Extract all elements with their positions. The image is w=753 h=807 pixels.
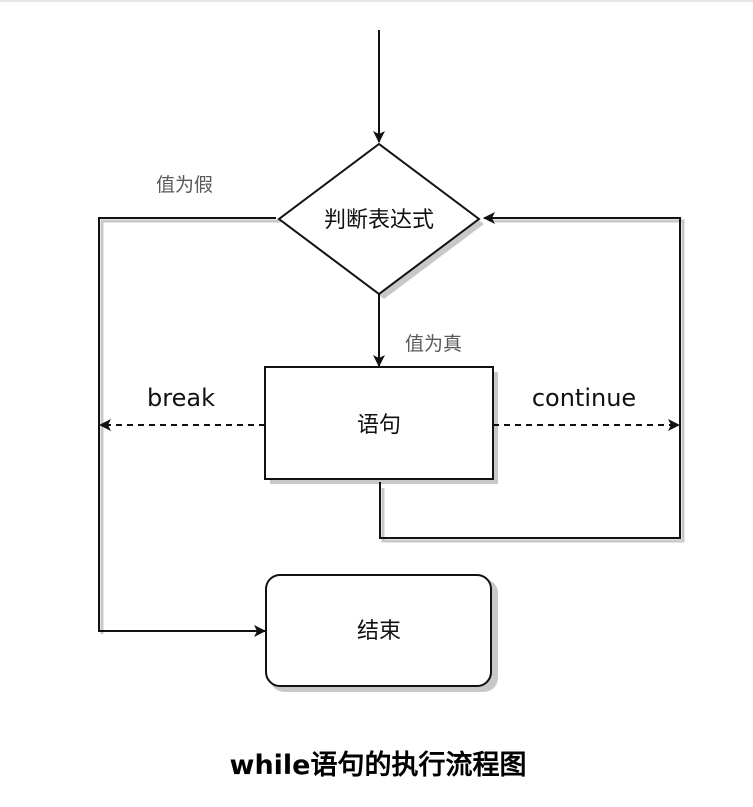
condition-label: 判断表达式 — [324, 208, 434, 233]
true-branch-label: 值为真 — [405, 333, 462, 355]
end-label: 结束 — [357, 619, 401, 644]
break-label: break — [147, 384, 215, 412]
loop-back-arrow — [379, 212, 681, 539]
statement-label: 语句 — [357, 413, 401, 438]
continue-label: continue — [532, 384, 636, 412]
statement-node: 语句 — [264, 366, 494, 480]
diagram-caption: while语句的执行流程图 — [230, 749, 527, 781]
end-node: 结束 — [265, 574, 492, 687]
condition-node: 判断表达式 — [277, 142, 481, 296]
false-branch-label: 值为假 — [156, 174, 213, 196]
